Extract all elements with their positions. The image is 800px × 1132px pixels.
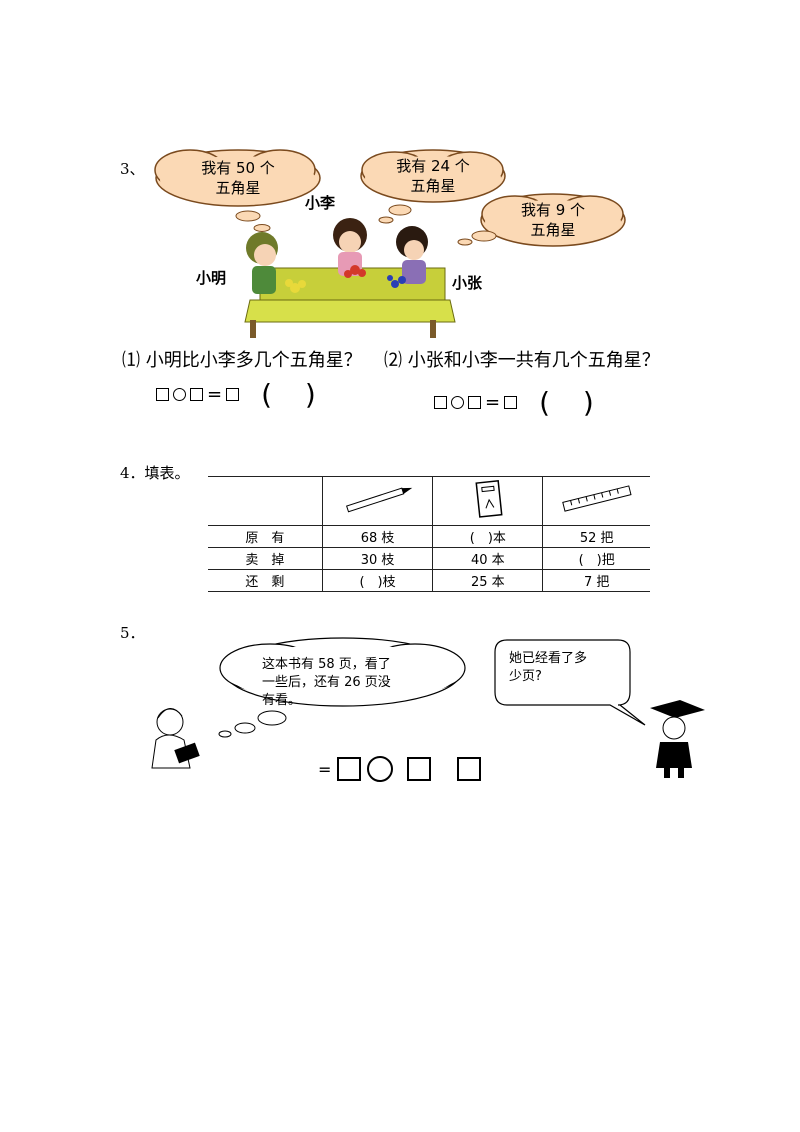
answer-box[interactable] xyxy=(226,388,240,401)
row-label: 还 剩 xyxy=(208,569,323,592)
cell-ruler: 52 把 xyxy=(542,525,650,548)
cell-book[interactable]: ( )本 xyxy=(432,525,544,548)
ruler-icon xyxy=(561,485,632,512)
unit-parens[interactable]: ( ) xyxy=(539,386,606,419)
answer-box[interactable] xyxy=(434,396,447,409)
answer-box[interactable] xyxy=(190,388,203,401)
question-4-number: 4．填表。 xyxy=(120,464,190,482)
q3-part1: ⑴ 小明比小李多几个五角星？ xyxy=(122,350,362,371)
name-xiaoming: 小明 xyxy=(196,269,227,287)
equals-sign: = xyxy=(485,392,501,413)
thought-cloud-girl xyxy=(218,637,466,738)
answer-box[interactable] xyxy=(457,757,482,781)
thought-cloud-xiaozhang xyxy=(457,193,626,247)
fill-table: 原 有 68 枝 ( )本 52 把 卖 掉 30 枝 40 本 ( )把 还 … xyxy=(208,476,650,592)
unit-parens[interactable]: ( ) xyxy=(261,378,328,411)
answer-box[interactable] xyxy=(468,396,481,409)
bubble-text-boy: 她已经看了多 少页? xyxy=(509,651,588,684)
row-label: 卖 掉 xyxy=(208,547,323,570)
name-xiaozhang: 小张 xyxy=(452,274,483,292)
table-row: 原 有 68 枝 ( )本 52 把 xyxy=(208,525,650,548)
header-book xyxy=(432,476,544,526)
header-empty xyxy=(208,476,323,526)
graduate-boy-figure xyxy=(650,700,705,778)
cloud-text-xiaozhang: 我有 9 个五角星 xyxy=(520,201,586,239)
q5-illustration xyxy=(151,637,705,778)
pencil-icon xyxy=(345,487,412,513)
question-5-number: 5． xyxy=(120,624,145,642)
girl-reading-figure xyxy=(151,708,200,769)
table-row: 还 剩 ( )枝 25 本 7 把 xyxy=(208,569,650,592)
q5-equation: = xyxy=(318,756,482,782)
table-row: 卖 掉 30 枝 40 本 ( )把 xyxy=(208,547,650,570)
answer-box[interactable] xyxy=(337,757,362,781)
equals-sign: = xyxy=(207,384,223,405)
cell-pen: 30 枝 xyxy=(321,547,434,570)
answer-box[interactable] xyxy=(156,388,169,401)
equals-sign: = xyxy=(318,759,332,779)
question-3-number: 3、 xyxy=(120,160,145,178)
thought-cloud-xiaoli xyxy=(360,149,506,224)
q3-equation-1: = ( ) xyxy=(156,378,328,411)
answer-box[interactable] xyxy=(504,396,518,409)
header-ruler xyxy=(542,476,650,526)
cell-book: 40 本 xyxy=(432,547,544,570)
cell-book: 25 本 xyxy=(432,569,544,592)
cloud-text-xiaoli: 我有 24 个五角星 xyxy=(396,157,470,195)
answer-box[interactable] xyxy=(407,757,432,781)
cell-pen[interactable]: ( )枝 xyxy=(321,569,434,592)
book-icon xyxy=(475,480,503,518)
speech-bubble-boy xyxy=(494,639,646,726)
q3-part2: ⑵ 小张和小李一共有几个五角星？ xyxy=(384,350,660,371)
operator-circle[interactable] xyxy=(451,396,464,409)
header-pencil xyxy=(321,476,434,526)
cell-ruler: 7 把 xyxy=(542,569,650,592)
cloud-text-girl: 这本书有 58 页，看了 一些后，还有 26 页没 有看。 xyxy=(262,657,391,708)
row-label: 原 有 xyxy=(208,525,323,548)
thought-cloud-xiaoming xyxy=(154,149,321,232)
kids-table-scene xyxy=(244,218,456,338)
cell-ruler[interactable]: ( )把 xyxy=(542,547,650,570)
cell-pen: 68 枝 xyxy=(321,525,434,548)
q3-equation-2: = ( ) xyxy=(434,386,606,419)
cloud-text-xiaoming: 我有 50 个五角星 xyxy=(201,159,275,197)
operator-circle[interactable] xyxy=(173,388,186,401)
operator-circle[interactable] xyxy=(367,756,394,782)
name-xiaoli: 小李 xyxy=(305,194,336,212)
q3-illustration xyxy=(154,149,626,338)
